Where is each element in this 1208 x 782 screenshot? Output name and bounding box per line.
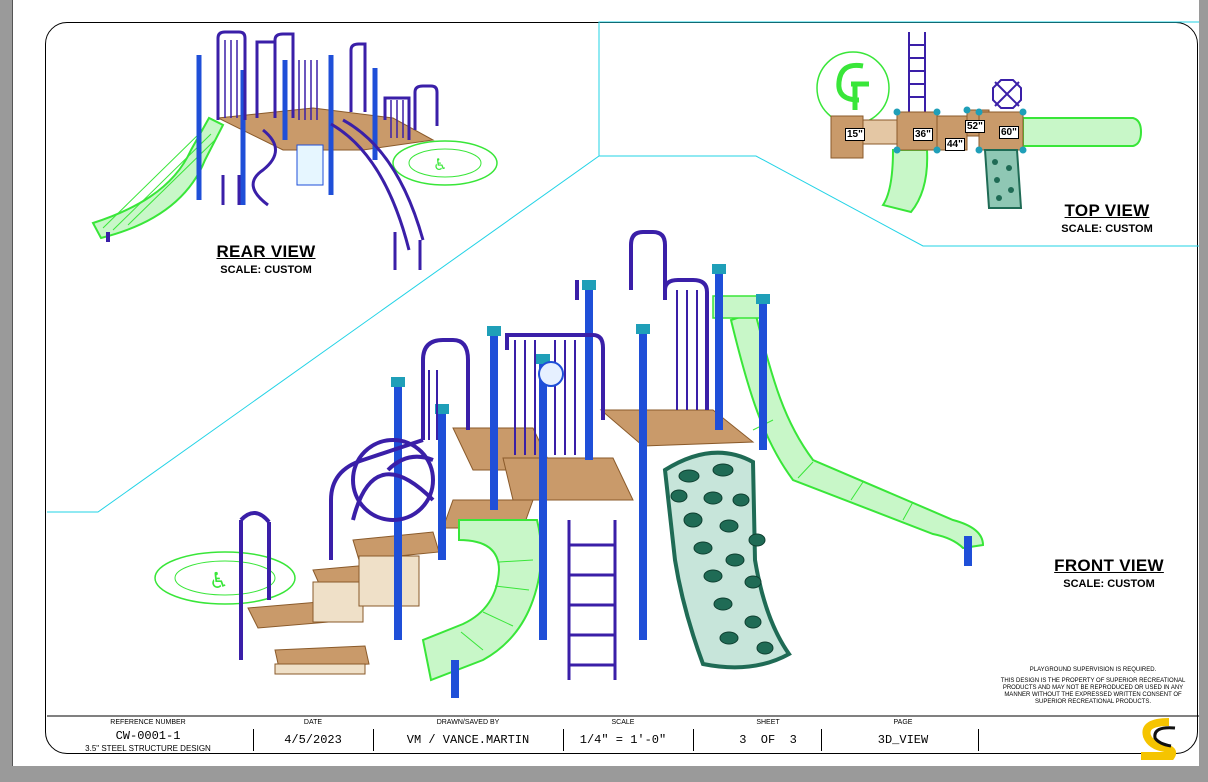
scale-value: 1/4" = 1'-0": [579, 733, 667, 747]
deck-height-tag-15: 15": [845, 128, 865, 141]
reference-description: 3.5" STEEL STRUCTURE DESIGN: [85, 744, 211, 753]
front-view-scale: SCALE: CUSTOM: [1063, 578, 1155, 590]
title-block-divider: [821, 729, 822, 751]
view-divider-lines: [47, 21, 1199, 513]
front-view-drawing: ♿: [154, 230, 985, 698]
reference-number-label: REFERENCE NUMBER: [110, 719, 186, 726]
legal-notes: PLAYGROUND SUPERVISION IS REQUIRED. THIS…: [991, 667, 1195, 710]
supervision-note: PLAYGROUND SUPERVISION IS REQUIRED.: [1029, 667, 1157, 673]
drawing-sheet: ♿: [12, 0, 1199, 766]
rear-view-scale: SCALE: CUSTOM: [220, 264, 312, 276]
top-view-title: TOP VIEW: [1064, 201, 1150, 220]
top-view-scale: SCALE: CUSTOM: [1061, 223, 1153, 235]
sheet-label: SHEET: [756, 719, 780, 726]
drawn-by-label: DRAWN/SAVED BY: [436, 719, 500, 726]
title-block-divider: [563, 729, 564, 751]
deck-height-tag-44: 44": [945, 138, 965, 151]
scale-label: SCALE: [611, 719, 635, 726]
drawing-canvas: ♿: [47, 21, 1199, 760]
page-value: 3D_VIEW: [877, 733, 929, 747]
deck-height-tag-52: 52": [965, 120, 985, 133]
reference-number-value: CW-0001-1: [115, 729, 181, 743]
svg-text:♿: ♿: [433, 155, 447, 174]
page-label: PAGE: [893, 719, 913, 726]
front-view-title: FRONT VIEW: [1054, 556, 1164, 575]
rear-view-drawing: ♿: [91, 30, 498, 270]
superior-s-logo-icon: [1141, 718, 1177, 760]
deck-height-tag-60: 60": [999, 126, 1019, 139]
date-label: DATE: [303, 719, 323, 726]
title-block-divider: [693, 729, 694, 751]
svg-text:♿: ♿: [209, 569, 229, 594]
title-block-divider: [978, 729, 979, 751]
drawn-by-value: VM / VANCE.MARTIN: [406, 733, 530, 747]
title-block-lines: [47, 715, 1199, 717]
title-block-divider: [253, 729, 254, 751]
sheet-value: 3 OF 3: [739, 733, 797, 747]
date-value: 4/5/2023: [284, 733, 342, 747]
deck-height-tag-36: 36": [913, 128, 933, 141]
rear-view-title: REAR VIEW: [216, 242, 316, 261]
property-note: THIS DESIGN IS THE PROPERTY OF SUPERIOR …: [1000, 678, 1186, 705]
title-block-divider: [373, 729, 374, 751]
